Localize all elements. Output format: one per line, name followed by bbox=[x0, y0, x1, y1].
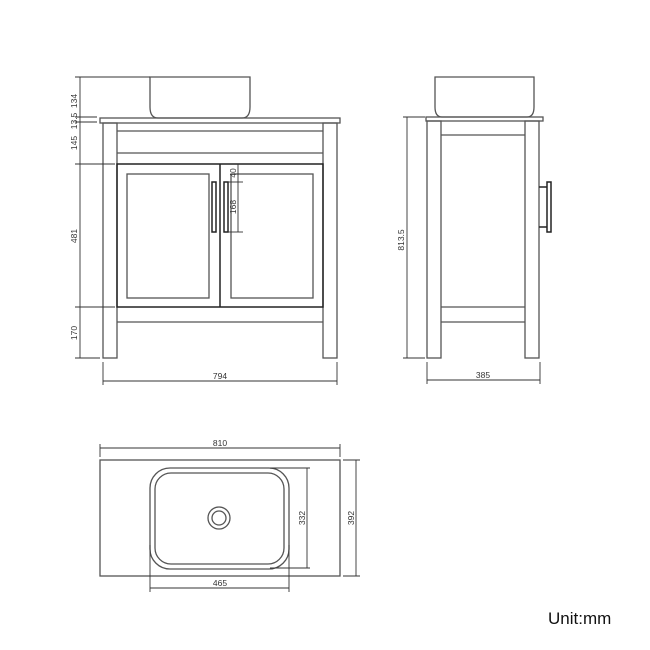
front-view: 134 13.5 145 481 170 40 168 794 bbox=[69, 76, 341, 385]
front-basin bbox=[149, 76, 251, 119]
drain bbox=[207, 506, 231, 530]
dim-handle-length: 168 bbox=[228, 200, 238, 214]
dim-countertop-width: 810 bbox=[213, 438, 227, 448]
front-left-leg bbox=[102, 122, 118, 359]
top-basin-inner bbox=[154, 472, 285, 565]
dim-depth: 385 bbox=[476, 370, 490, 380]
dim-overall-height: 813.5 bbox=[396, 229, 406, 251]
top-basin-outer bbox=[149, 467, 290, 570]
front-countertop bbox=[99, 117, 341, 124]
side-basin bbox=[434, 76, 535, 118]
top-countertop bbox=[99, 459, 341, 577]
side-front-leg bbox=[524, 120, 540, 359]
right-handle bbox=[223, 181, 229, 233]
dim-overall-width: 794 bbox=[213, 371, 227, 381]
unit-label: Unit:mm bbox=[548, 609, 612, 628]
dim-door-height: 481 bbox=[69, 229, 79, 243]
dim-basin-depth: 332 bbox=[297, 511, 307, 525]
top-view: 810 332 392 465 bbox=[99, 438, 360, 592]
left-handle bbox=[211, 181, 217, 233]
dim-handle-offset: 40 bbox=[228, 168, 238, 178]
dim-leg-clearance: 170 bbox=[69, 326, 79, 340]
dim-drawer-rail: 145 bbox=[69, 136, 79, 150]
front-right-leg bbox=[322, 122, 338, 359]
side-countertop bbox=[425, 116, 544, 122]
dim-basin-width: 465 bbox=[213, 578, 227, 588]
side-back-leg bbox=[426, 120, 442, 359]
dim-basin-height: 134 bbox=[69, 94, 79, 108]
dim-countertop-depth: 392 bbox=[346, 511, 356, 525]
dim-countertop-thickness: 13.5 bbox=[69, 112, 79, 129]
side-view: 813.5 385 bbox=[396, 76, 552, 384]
side-handle bbox=[546, 181, 552, 233]
